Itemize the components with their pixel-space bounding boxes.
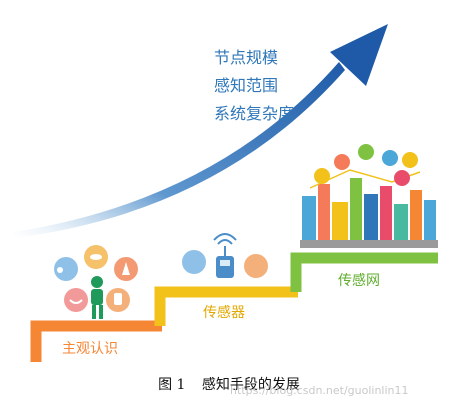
stage-label-sensor: 传感器 — [203, 305, 245, 321]
stage-label-sensor-network: 传感网 — [338, 273, 380, 289]
stair-step-2 — [154, 286, 298, 326]
figure-caption: 图 1 感知手段的发展 — [0, 374, 458, 394]
stair-step-3 — [290, 252, 438, 292]
sensor-icons — [182, 233, 268, 278]
arrow-label-node-scale: 节点规模 — [214, 48, 279, 67]
figure-number: 图 1 — [158, 377, 186, 393]
senses-icons — [54, 245, 138, 312]
figure-title: 感知手段的发展 — [201, 377, 300, 393]
person-icon — [91, 276, 103, 319]
watermark: https://blog.csdn.net/guolinlin11 — [230, 384, 409, 397]
stair-step-1 — [30, 320, 162, 362]
stage-label-subjective: 主观认识 — [62, 341, 118, 357]
growth-arrow — [14, 24, 388, 238]
arrow-label-sensing-range: 感知范围 — [214, 76, 279, 95]
sensor-network-city — [300, 144, 438, 248]
arrow-label-system-complexity: 系统复杂度 — [214, 104, 295, 123]
